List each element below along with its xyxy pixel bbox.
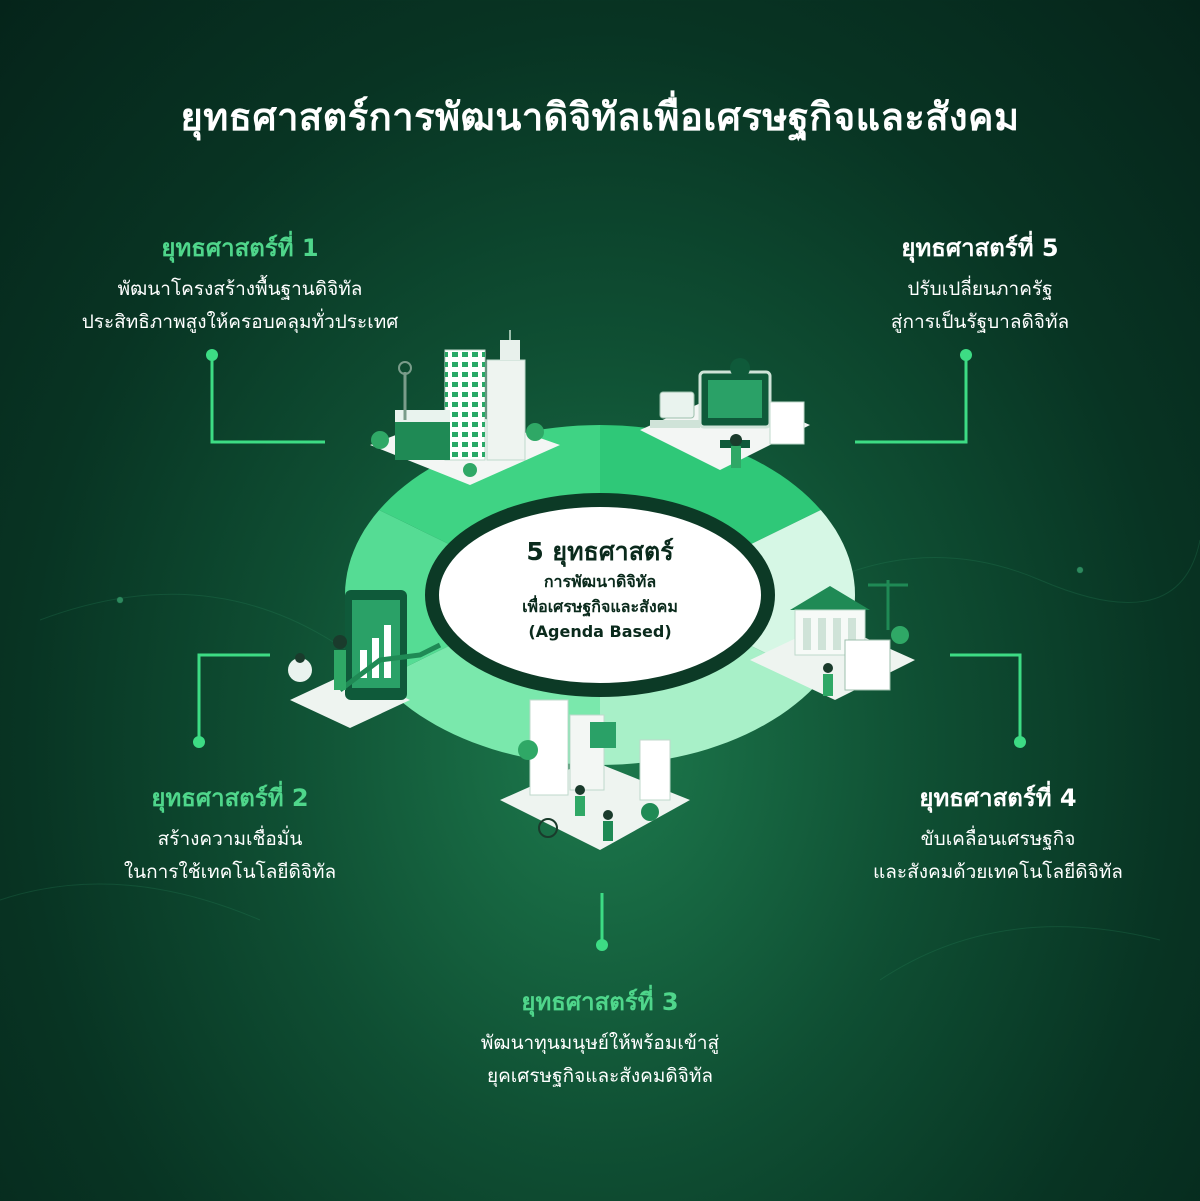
strategy-5-line-1: ปรับเปลี่ยนภาครัฐ bbox=[907, 278, 1053, 300]
strategy-1-heading: ยุทธศาสตร์ที่ 1 bbox=[161, 234, 319, 262]
strategy-5-block: ยุทธศาสตร์ที่ 5 ปรับเปลี่ยนภาครัฐ สู่การ… bbox=[770, 228, 1190, 339]
strategy-4-heading: ยุทธศาสตร์ที่ 4 bbox=[919, 784, 1077, 812]
strategy-3-heading: ยุทธศาสตร์ที่ 3 bbox=[521, 988, 679, 1016]
strategy-3-line-1: พัฒนาทุนมนุษย์ให้พร้อมเข้าสู่ bbox=[480, 1032, 720, 1054]
illustration-government bbox=[640, 358, 810, 470]
strategy-4-line-1: ขับเคลื่อนเศรษฐกิจ bbox=[920, 828, 1076, 850]
connectors bbox=[193, 349, 1026, 951]
strategy-5-heading: ยุทธศาสตร์ที่ 5 bbox=[901, 234, 1059, 262]
page-title: ยุทธศาสตร์การพัฒนาดิจิทัลเพื่อเศรษฐกิจแล… bbox=[180, 95, 1020, 139]
center-line-2: เพื่อเศรษฐกิจและสังคม bbox=[522, 597, 678, 616]
strategy-4-line-2: และสังคมด้วยเทคโนโลยีดิจิทัล bbox=[873, 861, 1123, 883]
connector-2 bbox=[193, 653, 270, 748]
strategy-5-line-2: สู่การเป็นรัฐบาลดิจิทัล bbox=[890, 311, 1070, 333]
illustration-economy bbox=[750, 580, 915, 700]
illustration-trust bbox=[288, 590, 442, 728]
connector-3 bbox=[596, 893, 608, 951]
strategy-4-block: ยุทธศาสตร์ที่ 4 ขับเคลื่อนเศรษฐกิจ และสั… bbox=[788, 778, 1200, 889]
strategy-2-line-1: สร้างความเชื่อมั่น bbox=[157, 828, 303, 850]
strategy-1-line-1: พัฒนาโครงสร้างพื้นฐานดิจิทัล bbox=[117, 278, 363, 300]
connector-5 bbox=[855, 349, 972, 444]
connector-4 bbox=[950, 653, 1026, 748]
strategy-3-line-2: ยุคเศรษฐกิจและสังคมดิจิทัล bbox=[486, 1065, 714, 1087]
strategy-1-line-2: ประสิทธิภาพสูงให้ครอบคลุมทั่วประเทศ bbox=[81, 311, 399, 333]
center-label: 5 ยุทธศาสตร์ การพัฒนาดิจิทัล เพื่อเศรษฐก… bbox=[440, 535, 760, 644]
illustration-human-capital bbox=[500, 699, 690, 850]
center-heading: 5 ยุทธศาสตร์ bbox=[526, 537, 674, 566]
strategy-2-block: ยุทธศาสตร์ที่ 2 สร้างความเชื่อมั่น ในการ… bbox=[20, 778, 440, 889]
connector-1 bbox=[206, 349, 325, 444]
strategy-2-heading: ยุทธศาสตร์ที่ 2 bbox=[151, 784, 309, 812]
center-line-3: (Agenda Based) bbox=[528, 622, 672, 641]
strategy-1-block: ยุทธศาสตร์ที่ 1 พัฒนาโครงสร้างพื้นฐานดิจ… bbox=[30, 228, 450, 339]
center-disc bbox=[425, 493, 775, 697]
ring-segment bbox=[600, 425, 821, 546]
strategy-2-line-2: ในการใช้เทคโนโลยีดิจิทัล bbox=[123, 861, 337, 883]
ring-segment bbox=[600, 644, 821, 765]
strategy-3-block: ยุทธศาสตร์ที่ 3 พัฒนาทุนมนุษย์ให้พร้อมเข… bbox=[390, 982, 810, 1093]
ring-segment bbox=[379, 425, 600, 546]
center-line-1: การพัฒนาดิจิทัล bbox=[543, 572, 657, 591]
illustration-infrastructure bbox=[370, 330, 560, 485]
